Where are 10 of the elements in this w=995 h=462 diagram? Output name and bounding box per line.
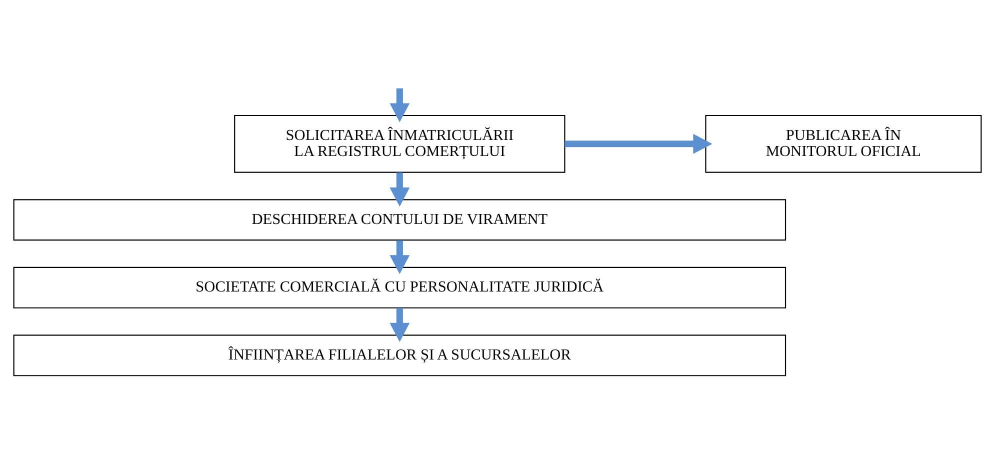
arrow <box>564 133 712 154</box>
arrow <box>390 240 410 274</box>
node-box: SOCIETATE COMERCIALĂ CU PERSONALITATE JURIDICĂ <box>13 266 786 308</box>
node-box: SOLICITAREA ÎNMATRICULĂRII LA REGISTRUL COMERȚULUI <box>234 114 566 172</box>
node-box: DESCHIDEREA CONTULUI DE VIRAMENT <box>13 198 786 240</box>
node-box: PUBLICAREA ÎN MONITORUL OFICIAL <box>705 114 982 172</box>
arrow <box>390 88 410 122</box>
arrow <box>390 172 410 206</box>
node-box: ÎNFIINȚAREA FILIALELOR ȘI A SUCURSALELOR <box>13 334 786 376</box>
arrow <box>390 308 410 342</box>
